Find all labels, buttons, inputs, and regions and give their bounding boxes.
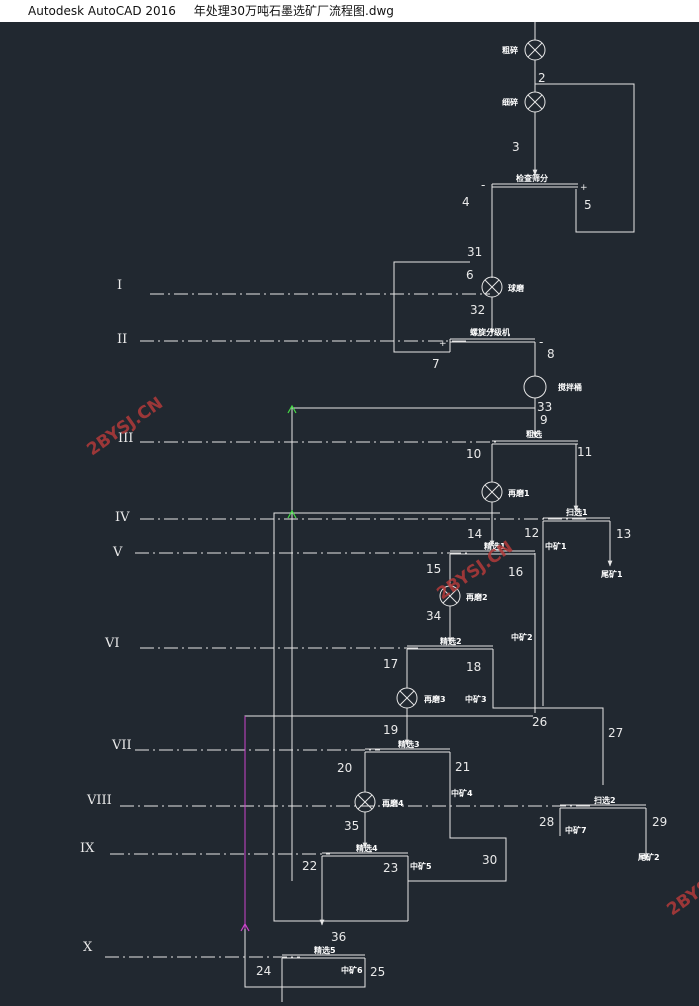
op-regrind2: 再磨2: [466, 592, 488, 602]
stream-number: 7: [432, 357, 440, 371]
stream-number: 9: [540, 413, 548, 427]
stream-number: 33: [537, 400, 552, 414]
stage-label: III: [118, 431, 133, 446]
file-name: 年处理30万吨石墨选矿厂流程图.dwg: [193, 4, 394, 18]
op-cleaner3: 精选3: [398, 739, 420, 749]
stream-number: 13: [616, 527, 631, 541]
stream-number: 31: [467, 245, 482, 259]
stream-number: 27: [608, 726, 623, 740]
stream-number: 5: [584, 198, 592, 212]
stream-numbers: 2 3 4 5 31 6 32 7 8 33 9 10 11 14 12 13 …: [256, 71, 667, 979]
stage-label: II: [117, 332, 127, 347]
stream-number: 16: [508, 565, 523, 579]
stream-number: 21: [455, 760, 470, 774]
stream-number: 35: [344, 819, 359, 833]
product-mid2: 中矿2: [511, 632, 533, 642]
stream-number: 11: [577, 445, 592, 459]
op-check-screen: 检查筛分: [516, 173, 548, 183]
stream-number: 28: [539, 815, 554, 829]
product-tail1: 尾矿1: [600, 569, 623, 579]
app-name: Autodesk AutoCAD 2016: [28, 4, 176, 18]
stream-number: 24: [256, 964, 271, 978]
stream-number: 3: [512, 140, 520, 154]
stage-label: VII: [111, 738, 132, 753]
stream-number: 25: [370, 965, 385, 979]
op-cleaner4: 精选4: [356, 843, 378, 853]
stream-number: 34: [426, 609, 441, 623]
op-regrind4: 再磨4: [382, 798, 404, 808]
op-regrind3: 再磨3: [424, 694, 446, 704]
crushing-section: [491, 22, 635, 278]
stream-number: 36: [331, 930, 346, 944]
stream-number: 8: [547, 347, 555, 361]
flowsheet-diagram: I II III IV V VI VII VIII IX X: [80, 22, 699, 1002]
stream-number: 2: [538, 71, 546, 85]
sign-plus: +: [580, 183, 588, 193]
stream-number: 12: [524, 526, 539, 540]
stream-number: 29: [652, 815, 667, 829]
stream-number: 22: [302, 859, 317, 873]
op-fine-crush: 细碎: [502, 97, 518, 107]
stage-label: I: [117, 278, 122, 293]
stream-number: 18: [466, 660, 481, 674]
product-mid1: 中矿1: [545, 541, 567, 551]
stream-number: 15: [426, 562, 441, 576]
op-regrind1: 再磨1: [508, 488, 530, 498]
sign-minus: -: [539, 335, 543, 349]
op-cleaner5: 精选5: [314, 945, 336, 955]
watermark: 2BYSJ.CN: [663, 853, 699, 920]
scavenger2-section: [559, 804, 649, 861]
op-coarse-crush: 粗碎: [502, 45, 518, 55]
product-mid5: 中矿5: [410, 861, 432, 871]
stage-label: VI: [104, 636, 120, 651]
stage-label: X: [83, 940, 93, 955]
product-mid3: 中矿3: [465, 694, 487, 704]
stream-number: 10: [466, 447, 481, 461]
stage-labels: I II III IV V VI VII VIII IX X: [80, 278, 133, 955]
stream-number: 32: [470, 303, 485, 317]
product-tail2: 尾矿2: [637, 852, 660, 862]
stream-number: 23: [383, 861, 398, 875]
sign-minus: -: [481, 178, 485, 192]
stage-label: V: [112, 545, 123, 560]
op-scavenger1: 扫选1: [566, 507, 588, 517]
grinding-section: [393, 261, 547, 438]
stream-number: 6: [466, 268, 474, 282]
stage-label: IV: [115, 510, 130, 525]
stream-number: 17: [383, 657, 398, 671]
op-rougher: 粗选: [526, 429, 542, 439]
op-scavenger2: 扫选2: [594, 795, 616, 805]
sign-plus: +: [439, 339, 447, 349]
op-cleaner2: 精选2: [440, 636, 462, 646]
final-cleaner-section: [240, 404, 536, 1002]
stage-label: VIII: [86, 793, 112, 808]
drawing-canvas[interactable]: I II III IV V VI VII VIII IX X: [0, 22, 699, 1002]
rougher-section: [481, 440, 613, 706]
product-mid6: 中矿6: [341, 965, 363, 975]
op-ball-mill: 球磨: [508, 283, 524, 293]
stream-number: 30: [482, 853, 497, 867]
product-labels: 中矿1 中矿2 中矿3 中矿4 中矿5 中矿6 中矿7 尾矿1 尾矿2: [341, 541, 660, 975]
op-classifier: 螺旋分级机: [470, 327, 510, 337]
product-mid7: 中矿7: [565, 825, 587, 835]
stage-lines: [105, 293, 590, 958]
op-mixing-tank: 搅拌桶: [558, 382, 582, 392]
op-cleaner1: 精选1: [484, 541, 506, 551]
cleaner-section: [354, 550, 604, 882]
product-mid4: 中矿4: [451, 788, 473, 798]
stream-number: 4: [462, 195, 470, 209]
stream-number: 19: [383, 723, 398, 737]
stream-number: 20: [337, 761, 352, 775]
operation-labels: 粗碎 细碎 检查筛分 球磨 螺旋分级机 搅拌桶 粗选 再磨1 扫选1 精选1 再…: [314, 45, 616, 955]
size-signs: - + + -: [439, 178, 588, 349]
watermark: 2BYSJ.CN: [83, 393, 166, 460]
stream-number: 26: [532, 715, 547, 729]
title-bar: Autodesk AutoCAD 2016 年处理30万吨石墨选矿厂流程图.dw…: [0, 0, 699, 22]
stage-label: IX: [80, 841, 95, 856]
stream-number: 14: [467, 527, 482, 541]
